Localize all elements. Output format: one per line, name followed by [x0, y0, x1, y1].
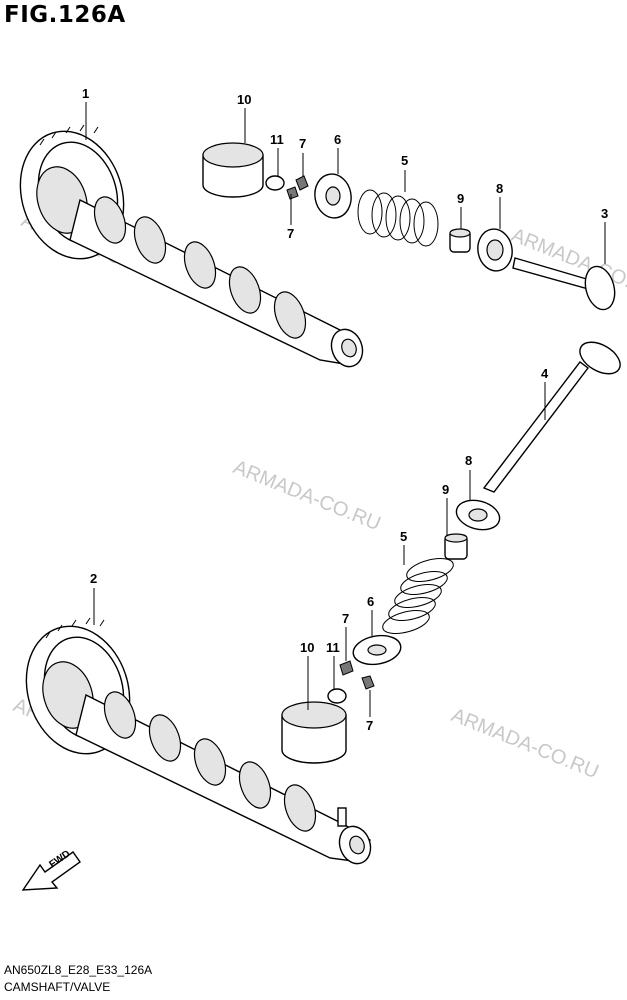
callout-8: 8 [496, 181, 503, 196]
callout-10: 10 [237, 92, 251, 107]
valve-tappet-upper[interactable] [202, 142, 264, 198]
valve-stem-seal-lower[interactable] [444, 533, 468, 560]
figure-code: AN650ZL8_E28_E33_126A [4, 963, 153, 977]
callout-8: 8 [465, 453, 472, 468]
fwd-direction-arrow: FWD [21, 848, 81, 891]
callout-7: 7 [342, 611, 349, 626]
callout-7: 7 [299, 136, 306, 151]
callout-11: 11 [270, 132, 284, 147]
spring-retainer-upper[interactable] [311, 171, 354, 221]
callout-3: 3 [601, 206, 608, 221]
callout-4: 4 [541, 366, 549, 381]
valve-cotters-lower[interactable] [339, 660, 375, 690]
watermark: ARMADA-CO.RU [230, 456, 384, 535]
spring-seat-upper[interactable] [475, 226, 516, 273]
valve-stem-seal-upper[interactable] [449, 228, 471, 253]
valve-shim-upper[interactable] [265, 175, 285, 191]
camshaft-exhaust[interactable] [10, 613, 375, 868]
callout-10: 10 [300, 640, 314, 655]
figure-title: FIG.126A [4, 2, 126, 28]
valve-spring-lower[interactable] [380, 554, 456, 638]
callout-11: 11 [326, 640, 340, 655]
callout-7: 7 [287, 226, 294, 241]
camshaft-intake[interactable] [4, 118, 367, 371]
watermark: ARMADA-CO.RU [448, 704, 602, 783]
intake-valve[interactable] [512, 257, 619, 313]
valve-cotters-upper[interactable] [286, 175, 309, 200]
callout-9: 9 [442, 482, 449, 497]
valve-tappet-lower[interactable] [281, 701, 347, 764]
leader-lines [85, 102, 606, 717]
callout-5: 5 [401, 153, 408, 168]
callout-7: 7 [366, 718, 373, 733]
callout-6: 6 [334, 132, 341, 147]
callout-5: 5 [400, 529, 407, 544]
spring-retainer-lower[interactable] [351, 632, 403, 668]
callout-1: 1 [82, 86, 89, 101]
callout-6: 6 [367, 594, 374, 609]
exhaust-valve[interactable] [482, 336, 626, 493]
valve-spring-upper[interactable] [357, 189, 439, 247]
callout-9: 9 [457, 191, 464, 206]
figure-name: CAMSHAFT/VALVE [4, 980, 111, 994]
valve-shim-lower[interactable] [327, 688, 347, 704]
callout-2: 2 [90, 571, 97, 586]
spring-seat-lower[interactable] [453, 496, 503, 534]
callout-labels: 1 10 11 7 7 6 5 9 8 3 4 8 9 5 6 7 7 11 1… [82, 86, 608, 733]
